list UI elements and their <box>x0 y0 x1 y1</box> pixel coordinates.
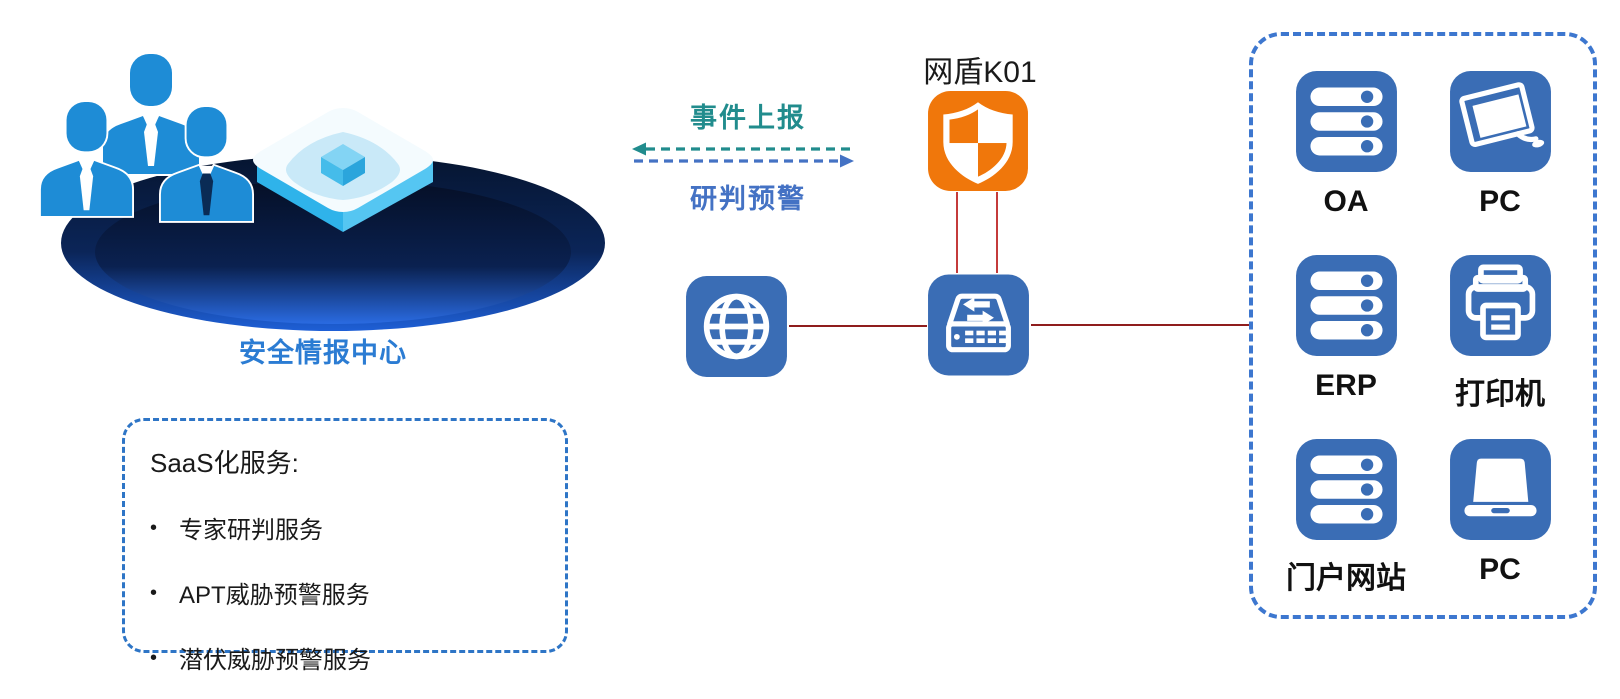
bullet-icon: • <box>150 646 158 669</box>
cloud-tile-icon <box>253 108 433 232</box>
device-label: 打印机 <box>1455 378 1545 411</box>
intel-center-label: 安全情报中心 <box>239 338 407 368</box>
list-item: • 专家研判服务 <box>148 510 547 545</box>
monitor-icon <box>1449 70 1552 173</box>
link-line-internet-switch <box>789 325 927 327</box>
event-report-label: 事件上报 <box>690 103 806 133</box>
server-icon <box>1295 438 1398 541</box>
device-label: PC <box>1479 185 1521 218</box>
gateway-label: 网盾K01 <box>923 56 1037 89</box>
people-icon <box>39 52 255 223</box>
device-oa: OA <box>1269 70 1423 254</box>
server-icon <box>1295 254 1398 357</box>
device-label: OA <box>1323 185 1369 218</box>
saas-item-label: 潜伏威胁预警服务 <box>179 647 372 674</box>
bullet-icon: • <box>150 516 158 539</box>
globe-icon <box>685 275 788 378</box>
laptop-icon <box>1449 438 1552 541</box>
list-item: • 潜伏威胁预警服务 <box>148 640 547 675</box>
bullet-icon: • <box>150 581 158 604</box>
link-line-gateway-switch-2 <box>996 192 998 273</box>
arrowhead-right-icon <box>840 154 854 168</box>
saas-item-label: APT威胁预警服务 <box>179 582 370 609</box>
device-label: ERP <box>1315 369 1377 402</box>
device-printer: 打印机 <box>1423 254 1577 438</box>
saas-item-label: 专家研判服务 <box>179 517 324 544</box>
saas-services-box: SaaS化服务: • 专家研判服务 • APT威胁预警服务 • 潜伏威胁预警服务 <box>122 418 568 674</box>
device-label: 门户网站 <box>1286 562 1406 595</box>
device-erp: ERP <box>1269 254 1423 438</box>
bidirectional-dashed-arrows <box>632 142 854 168</box>
device-portal: 门户网站 <box>1269 438 1423 622</box>
saas-title: SaaS化服务: <box>150 448 299 478</box>
device-pc-laptop: PC <box>1423 438 1577 622</box>
arrowhead-left-icon <box>632 142 646 156</box>
server-icon <box>1295 70 1398 173</box>
link-line-gateway-switch-1 <box>956 192 958 273</box>
switch-icon <box>927 273 1030 377</box>
shield-icon <box>927 90 1029 192</box>
device-label: PC <box>1479 553 1521 586</box>
device-pc-monitor: PC <box>1423 70 1577 254</box>
printer-icon <box>1449 254 1552 357</box>
list-item: • APT威胁预警服务 <box>148 575 547 610</box>
analysis-warning-label: 研判预警 <box>690 184 806 214</box>
lan-devices-panel: OA PC ERP 打印机 门户网站 PC <box>1249 32 1597 619</box>
link-line-switch-lan <box>1031 324 1249 326</box>
people-platform-illustration <box>39 52 605 331</box>
